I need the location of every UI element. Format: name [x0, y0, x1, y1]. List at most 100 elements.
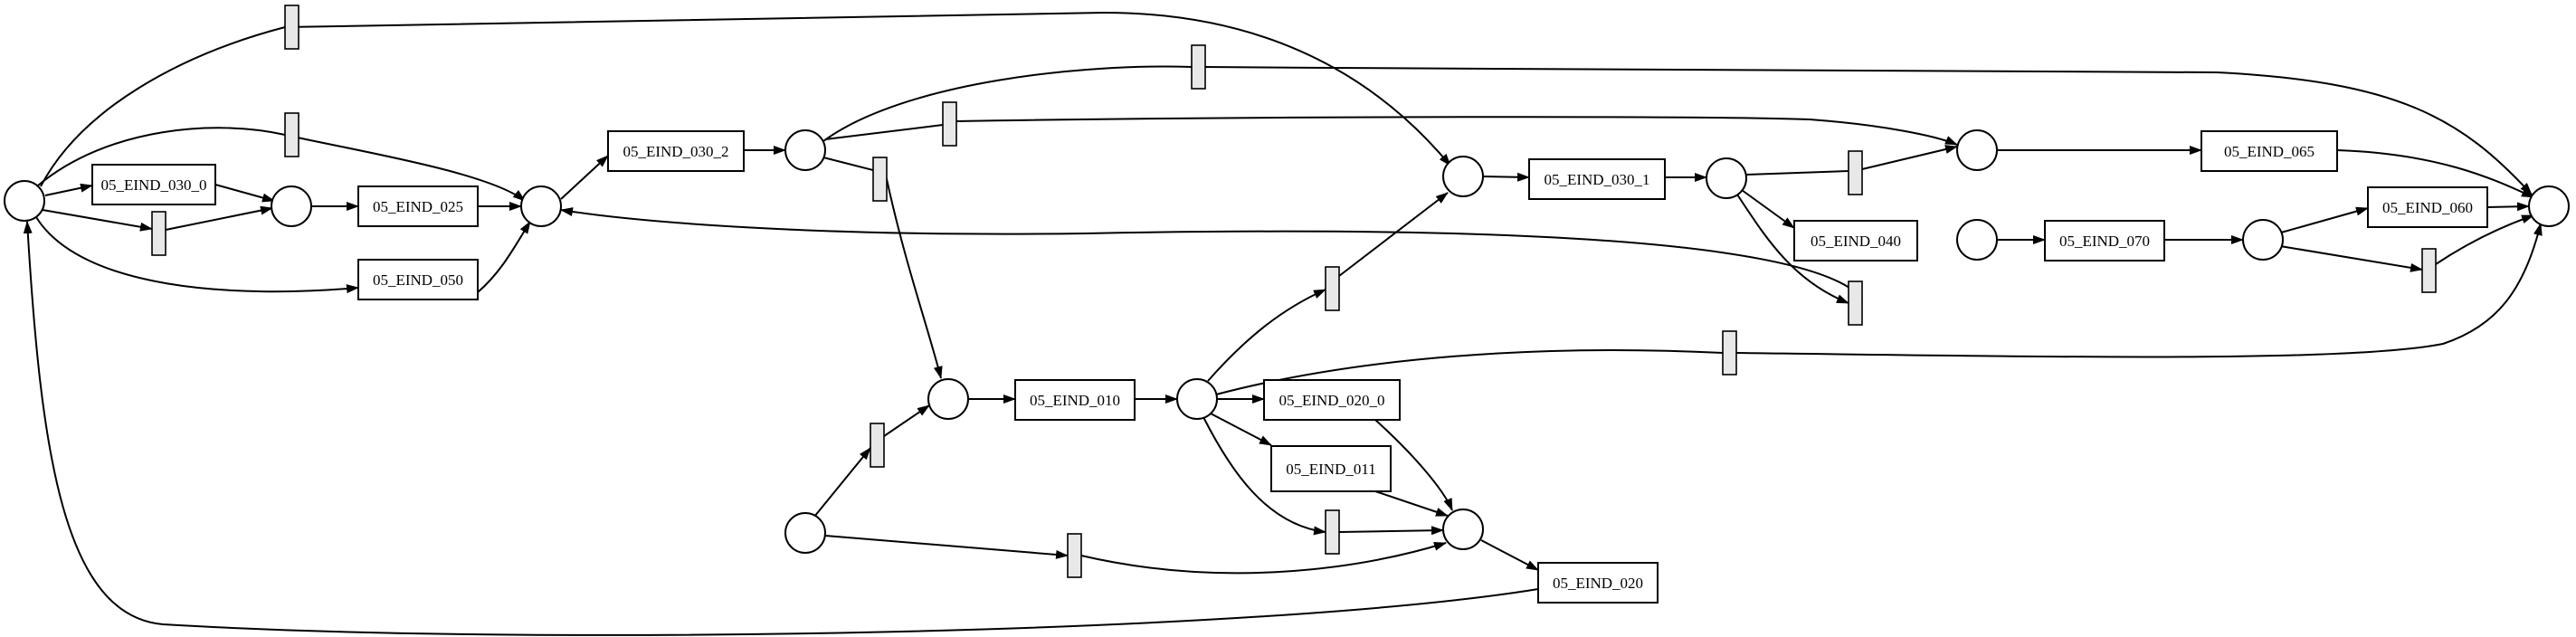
place — [520, 185, 562, 227]
transition-label: 05_EIND_070 — [2059, 233, 2150, 250]
arc — [477, 221, 531, 293]
transition-label: 05_EIND_030_2 — [623, 143, 728, 160]
silent-transition — [2421, 248, 2437, 293]
arc — [1338, 192, 1449, 277]
start-place — [784, 512, 826, 554]
place — [1442, 509, 1484, 550]
arc — [813, 447, 871, 518]
transition-label: 05_EIND_065 — [2224, 143, 2315, 160]
arc — [1207, 289, 1326, 382]
transition-box — [1537, 562, 1659, 604]
transition-025: 05_EIND_025 — [357, 185, 479, 227]
silent-transition — [284, 5, 299, 50]
transition-060: 05_EIND_060 — [2367, 186, 2488, 228]
transition-040: 05_EIND_040 — [1793, 220, 1918, 261]
transition-label: 05_EIND_025 — [373, 198, 463, 215]
transition-box — [2201, 130, 2338, 172]
transition-label: 05_EIND_010 — [1030, 392, 1120, 409]
arc — [1202, 416, 1326, 536]
arc — [1374, 419, 1453, 511]
arc — [1480, 539, 1539, 571]
transition-030-1: 05_EIND_030_1 — [1528, 158, 1666, 200]
arc — [1080, 542, 1447, 575]
silent-transition — [151, 211, 166, 256]
transition-box — [91, 164, 216, 205]
transition-label: 05_EIND_020_0 — [1278, 392, 1384, 409]
silent-transition — [942, 101, 957, 147]
transition-050: 05_EIND_050 — [357, 259, 479, 300]
arc — [44, 183, 93, 196]
transition-box — [357, 185, 479, 227]
transition-label: 05_EIND_060 — [2382, 199, 2473, 216]
place — [927, 378, 969, 420]
place — [1706, 157, 1747, 199]
silent-transition — [870, 423, 885, 468]
transition-box — [2367, 186, 2488, 228]
place — [4, 180, 45, 222]
arc — [822, 157, 943, 379]
arc — [1736, 194, 1849, 304]
place — [784, 129, 826, 171]
silent-transition — [1191, 44, 1206, 90]
arc — [824, 535, 1069, 559]
arc — [560, 155, 609, 200]
transition-label: 05_EIND_030_1 — [1544, 171, 1649, 188]
transition-011: 05_EIND_011 — [1270, 445, 1392, 492]
end-place — [2528, 185, 2570, 227]
arc — [2280, 206, 2369, 233]
arc — [40, 11, 1451, 187]
arc — [824, 116, 1958, 146]
silent-transition — [872, 157, 888, 202]
place — [1956, 129, 1998, 171]
arc — [2279, 245, 2423, 272]
transition-030-2: 05_EIND_030_2 — [607, 130, 745, 172]
nodes-layer: 05_EIND_030_0 05_EIND_025 05_EIND_050 05_EI… — [4, 5, 2570, 604]
arc — [2336, 149, 2534, 198]
transition-label: 05_EIND_011 — [1286, 461, 1375, 478]
arc — [165, 205, 273, 231]
silent-transition — [1325, 509, 1340, 555]
transition-box — [2044, 220, 2165, 261]
silent-transition — [284, 112, 299, 157]
arc — [822, 65, 2533, 195]
transition-box — [607, 130, 745, 172]
transition-070: 05_EIND_070 — [2044, 220, 2165, 261]
arc — [883, 404, 930, 437]
transition-label: 05_EIND_050 — [373, 271, 463, 289]
place — [1442, 156, 1484, 197]
transition-box — [1014, 379, 1136, 421]
transition-label: 05_EIND_030_0 — [100, 176, 206, 194]
arc — [35, 216, 359, 294]
arc — [2486, 202, 2530, 212]
arc — [1374, 490, 1449, 517]
arc — [23, 221, 1539, 636]
place — [1956, 219, 1998, 261]
arc — [1215, 223, 2543, 395]
place — [2242, 219, 2284, 261]
transition-065: 05_EIND_065 — [2201, 130, 2338, 172]
silent-transition — [1848, 280, 1863, 326]
transition-box — [1270, 445, 1392, 492]
place — [271, 185, 312, 227]
arc — [214, 184, 275, 203]
transition-020-0: 05_EIND_020_0 — [1263, 379, 1401, 421]
transition-030-0: 05_EIND_030_0 — [91, 164, 216, 205]
place — [1176, 378, 1218, 420]
arc — [1210, 413, 1272, 446]
arc — [1741, 189, 1795, 229]
arc — [1338, 526, 1444, 536]
transition-box — [1793, 220, 1918, 261]
transition-box — [1263, 379, 1401, 421]
transition-020: 05_EIND_020 — [1537, 562, 1659, 604]
transition-label: 05_EIND_040 — [1811, 233, 1901, 250]
silent-transition — [1722, 330, 1737, 376]
transition-box — [357, 259, 479, 300]
arc — [2435, 214, 2534, 265]
arc — [1482, 172, 1530, 182]
silent-transition — [1848, 150, 1863, 195]
arc — [560, 207, 1863, 299]
transition-box — [1528, 158, 1666, 200]
transition-010: 05_EIND_010 — [1014, 379, 1136, 421]
arcs-layer — [23, 11, 2543, 636]
